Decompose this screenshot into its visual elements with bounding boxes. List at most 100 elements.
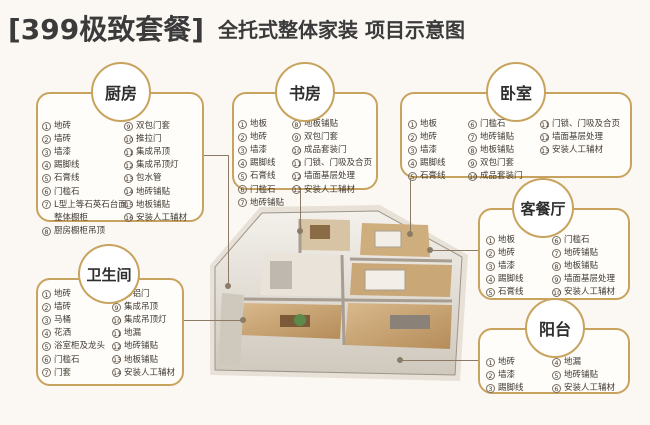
study-leader-line — [300, 190, 301, 230]
balcony-leader-line — [400, 360, 478, 361]
page-subtitle: 全托式整体家装 项目示意图 — [218, 17, 466, 42]
kitchen-leader-dot — [225, 283, 231, 289]
bedroom-title: 卧室 — [486, 62, 546, 122]
balcony-leader-dot — [397, 357, 403, 363]
balcony-title: 阳台 — [525, 298, 585, 358]
page-title: [399极致套餐] 全托式整体家装 项目示意图 — [8, 8, 465, 48]
list-item: 整体橱柜 — [54, 212, 89, 223]
bedroom-leader-dot — [407, 231, 413, 237]
bathroom-leader-dot — [240, 317, 246, 323]
package-title: [399极致套餐] — [8, 13, 205, 46]
bathroom-leader-line — [184, 320, 242, 321]
bedroom-leader-line — [410, 178, 411, 233]
kitchen-title: 厨房 — [91, 62, 151, 122]
study-title: 书房 — [275, 62, 335, 122]
bathroom-title: 卫生间 — [78, 244, 140, 304]
living-leader-dot — [427, 247, 433, 253]
kitchen-leader-line-v — [228, 155, 229, 285]
living-leader-line — [430, 250, 478, 251]
study-leader-dot — [297, 228, 303, 234]
floor-plan-illustration — [210, 205, 468, 381]
living-dining-title: 客餐厅 — [512, 178, 574, 238]
